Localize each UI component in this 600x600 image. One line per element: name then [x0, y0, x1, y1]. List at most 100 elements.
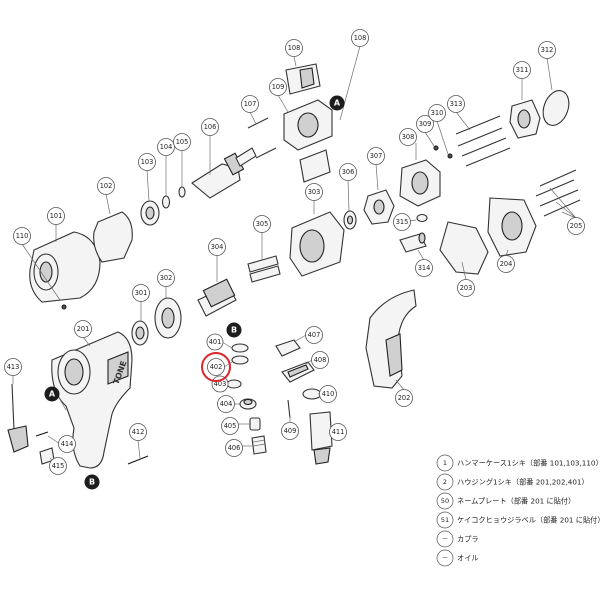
callout-413: 413 — [4, 358, 22, 376]
part-305-vanes — [247, 255, 281, 283]
part-203-gasket — [439, 221, 489, 275]
part-414-pin — [35, 431, 49, 437]
callout-314: 314 — [415, 259, 433, 277]
svg-text:312: 312 — [541, 46, 554, 54]
legend-row-2: 2 ハウジング1シキ（部番 201,202,401） — [436, 473, 589, 491]
svg-text:413: 413 — [7, 363, 20, 371]
part-107-pins — [247, 117, 277, 159]
callout-109: 109 — [269, 78, 287, 96]
callout-110: 110 — [13, 227, 31, 245]
callout-201: 201 — [74, 320, 92, 338]
callout-107: 107 — [241, 95, 259, 113]
part-404-plug — [239, 398, 257, 410]
legend-row-4: 51 ケイコクヒョウジラベル（部番 201 に貼付） — [436, 511, 600, 529]
callout-104: 104 — [157, 138, 175, 156]
part-407-gasket — [275, 339, 301, 357]
svg-text:410: 410 — [322, 390, 335, 398]
legend-row-6: － オイル — [436, 549, 479, 567]
part-314-regulator — [399, 232, 427, 253]
svg-text:401: 401 — [209, 338, 222, 346]
callout-315: 315 — [393, 213, 411, 231]
svg-text:A: A — [334, 99, 341, 108]
svg-text:202: 202 — [398, 394, 411, 402]
svg-text:B: B — [89, 478, 95, 487]
callout-304: 304 — [208, 238, 226, 256]
callout-313: 313 — [447, 95, 465, 113]
callout-409: 409 — [281, 422, 299, 440]
legend-row-1: 1 ハンマーケース1シキ（部番 101,103,110） — [436, 454, 600, 472]
part-402-ring — [231, 355, 249, 365]
svg-text:104: 104 — [160, 143, 173, 151]
marker-a-housing: A — [44, 386, 60, 402]
callout-410: 410 — [319, 385, 337, 403]
svg-text:カプラ: カプラ — [457, 535, 479, 544]
part-315-oring — [416, 213, 428, 223]
part-105-oring — [178, 186, 186, 198]
svg-text:107: 107 — [244, 100, 257, 108]
svg-text:ハウジング1シキ（部番 201,202,401）: ハウジング1シキ（部番 201,202,401） — [457, 478, 589, 487]
callout-303: 303 — [305, 183, 323, 201]
part-301-bearing — [131, 320, 149, 346]
svg-text:－: － — [442, 554, 449, 562]
svg-text:310: 310 — [431, 109, 444, 117]
callout-106: 106 — [201, 118, 219, 136]
svg-text:414: 414 — [61, 440, 74, 448]
part-106-anvil — [191, 147, 257, 199]
callout-308: 308 — [399, 128, 417, 146]
callout-402: 402 — [207, 358, 225, 376]
part-412-pin — [127, 455, 149, 465]
svg-text:314: 314 — [418, 264, 431, 272]
part-104-ring — [161, 195, 171, 209]
legend-row-5: － カプラ — [436, 530, 479, 548]
part-304-rotor — [197, 278, 237, 317]
svg-text:1: 1 — [443, 459, 447, 467]
part-callouts: 108 108 109 107 106 104 105 103 102 101 … — [4, 29, 585, 475]
connection-markers: A A B B — [44, 95, 345, 490]
svg-text:404: 404 — [220, 400, 233, 408]
callout-312: 312 — [538, 41, 556, 59]
callout-405: 405 — [221, 417, 239, 435]
svg-text:108: 108 — [288, 44, 301, 52]
part-205-bolts — [535, 169, 581, 217]
part-401-ring — [231, 343, 249, 353]
svg-text:407: 407 — [308, 331, 321, 339]
legend: 1 ハンマーケース1シキ（部番 101,103,110） 2 ハウジング1シキ（… — [436, 454, 600, 567]
svg-text:A: A — [49, 390, 56, 399]
svg-text:302: 302 — [160, 274, 173, 282]
svg-text:203: 203 — [460, 284, 473, 292]
marker-b-handle: B — [84, 474, 100, 490]
callout-203: 203 — [457, 279, 475, 297]
svg-text:105: 105 — [176, 138, 189, 146]
svg-text:313: 313 — [450, 100, 463, 108]
svg-text:408: 408 — [314, 356, 327, 364]
svg-text:101: 101 — [50, 212, 63, 220]
callout-205: 205 — [567, 217, 585, 235]
part-411-air-inlet — [309, 411, 333, 465]
callout-309: 309 — [416, 115, 434, 133]
svg-text:411: 411 — [332, 428, 345, 436]
svg-text:ネームプレート（部番 201 に貼付）: ネームプレート（部番 201 に貼付） — [457, 497, 575, 506]
highlight-ring-402 — [201, 352, 231, 382]
callout-103: 103 — [138, 153, 156, 171]
svg-text:415: 415 — [52, 462, 65, 470]
callout-102: 102 — [97, 177, 115, 195]
svg-text:403: 403 — [214, 380, 227, 388]
svg-text:B: B — [231, 326, 237, 335]
callout-407: 407 — [305, 326, 323, 344]
marker-a-top: A — [329, 95, 345, 111]
svg-text:108: 108 — [354, 34, 367, 42]
svg-text:304: 304 — [211, 243, 224, 251]
svg-text:306: 306 — [342, 168, 355, 176]
part-313-screws — [455, 115, 511, 167]
svg-text:109: 109 — [272, 83, 285, 91]
callout-414: 414 — [58, 435, 76, 453]
part-405-valve-stem — [249, 417, 261, 431]
svg-text:ハンマーケース1シキ（部番 101,103,110）: ハンマーケース1シキ（部番 101,103,110） — [457, 459, 600, 468]
part-310-spring — [447, 153, 453, 159]
svg-text:50: 50 — [441, 497, 449, 505]
svg-text:303: 303 — [308, 188, 321, 196]
part-312-ring — [542, 90, 570, 126]
svg-text:406: 406 — [228, 444, 241, 452]
svg-text:110: 110 — [16, 232, 29, 240]
callout-406: 406 — [225, 439, 243, 457]
